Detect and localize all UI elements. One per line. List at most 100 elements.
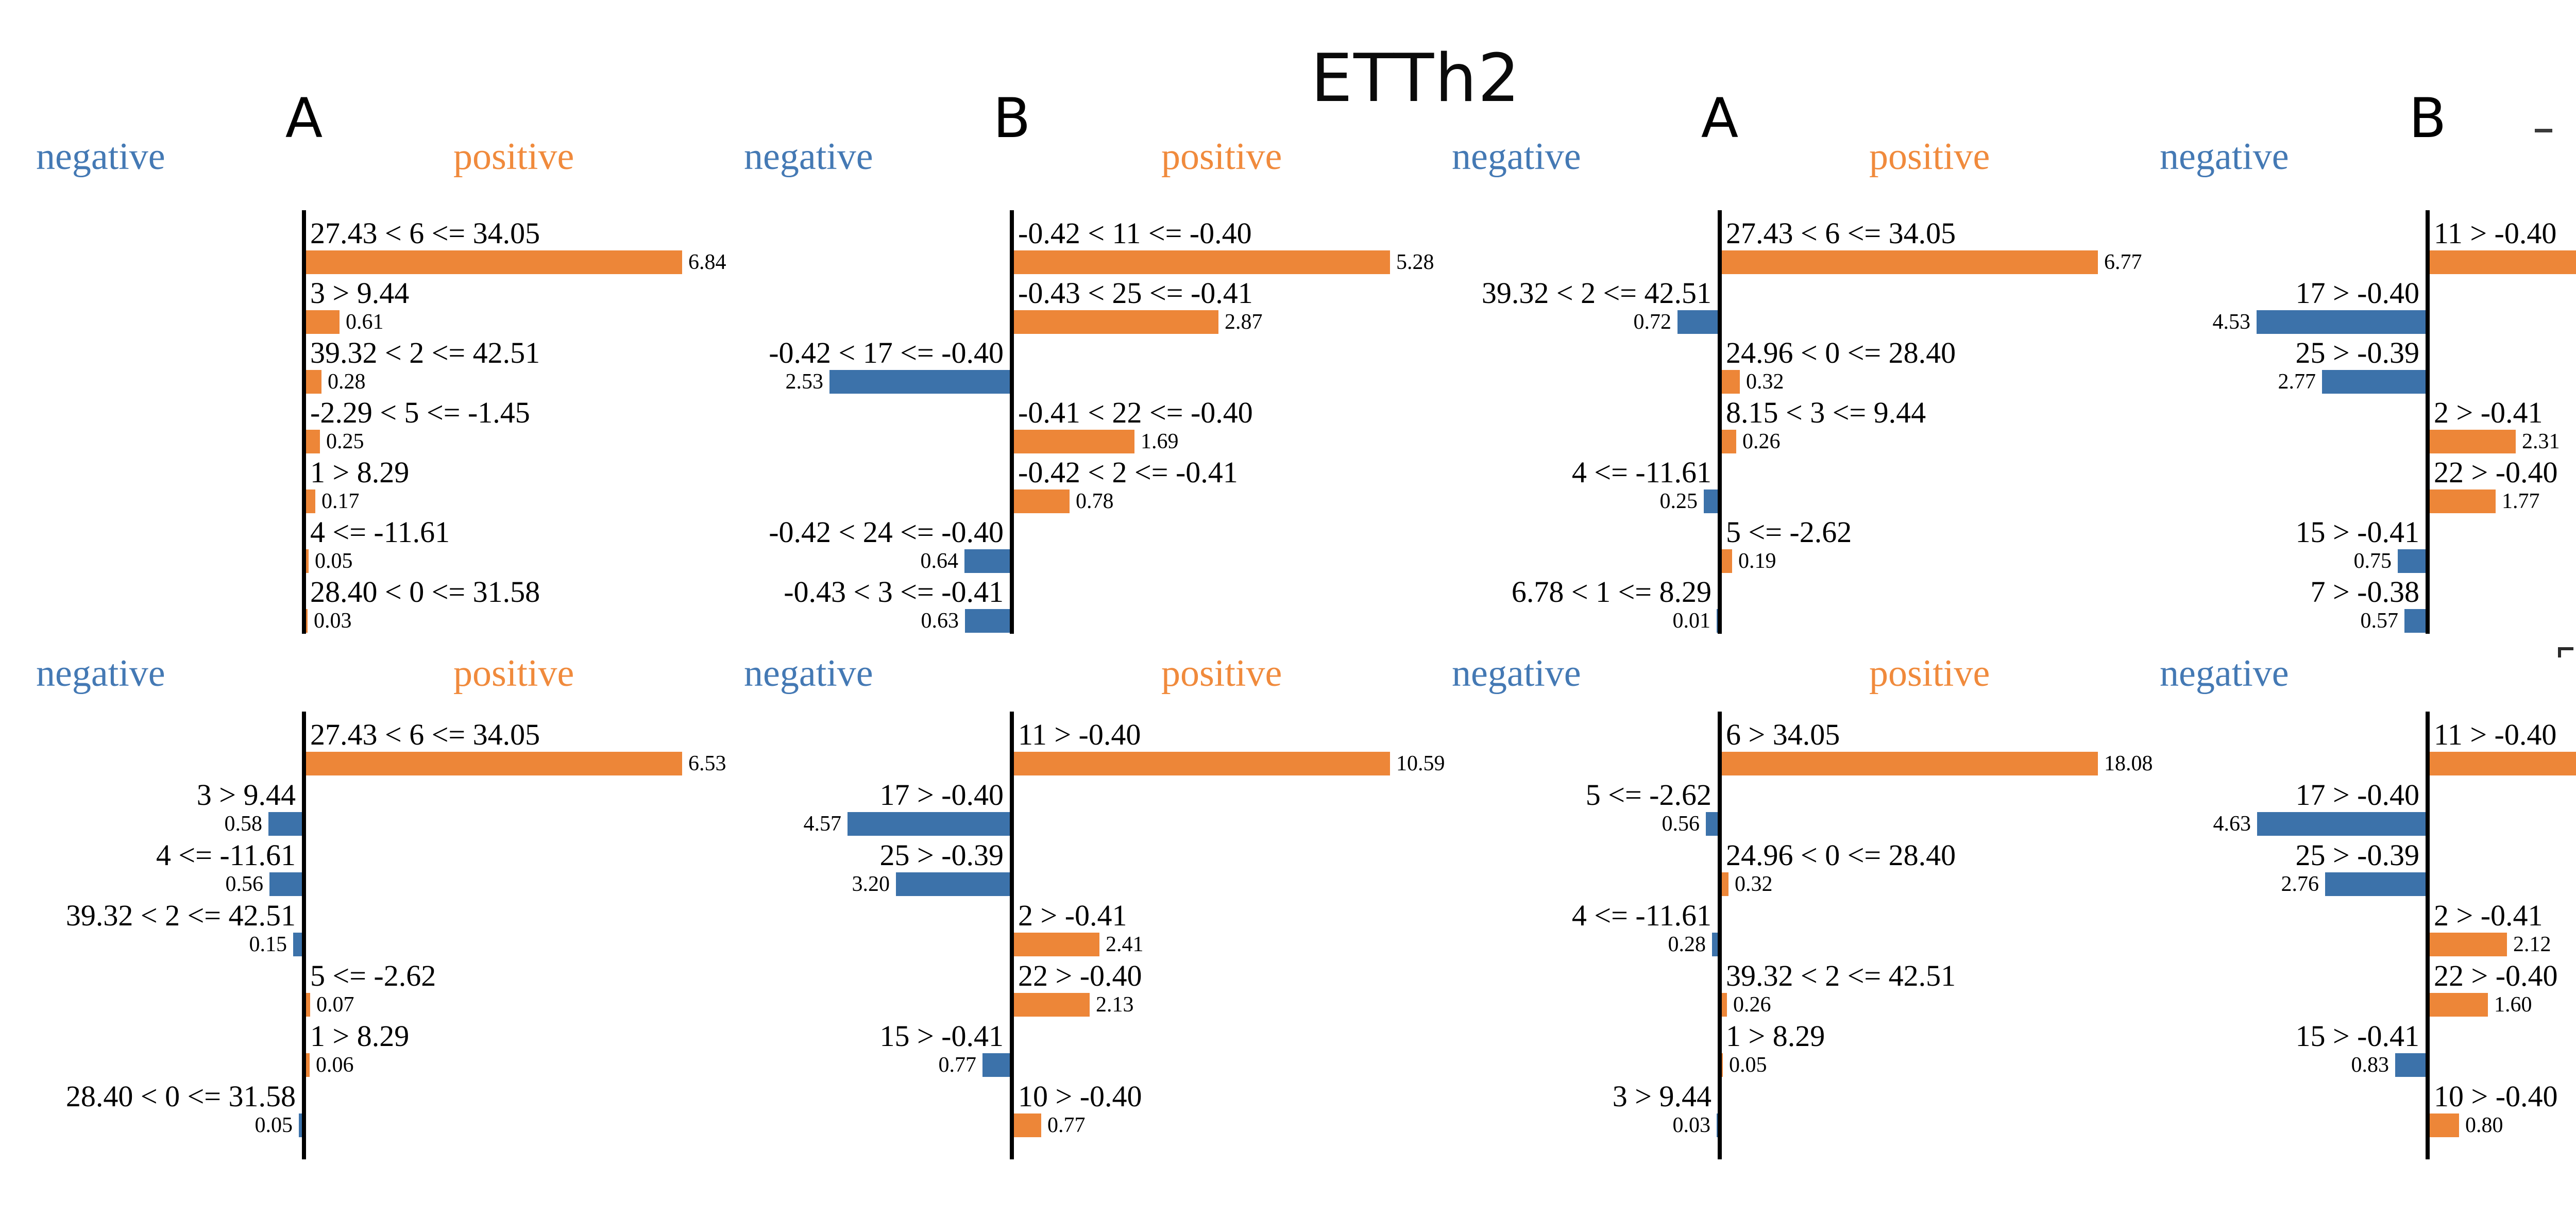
value-label: 0.25 (1659, 490, 1698, 513)
value-label: 0.72 (1633, 310, 1672, 334)
value-label: 6.77 (2104, 250, 2142, 274)
value-label: 0.26 (1733, 993, 1771, 1017)
value-label: 0.32 (1746, 370, 1784, 394)
value-label: 3.20 (852, 872, 890, 896)
bar (1014, 752, 1390, 775)
value-label: 0.64 (920, 549, 959, 573)
value-label: 1.77 (2502, 490, 2540, 513)
feature-label: 22 > -0.40 (2434, 959, 2558, 992)
bar (306, 1053, 310, 1077)
negative-header: negative (2160, 652, 2289, 695)
feature-label: 6.78 < 1 <= 8.29 (1511, 575, 1711, 609)
feature-label: 27.43 < 6 <= 34.05 (310, 718, 540, 751)
bar (896, 872, 1010, 896)
value-label: 0.75 (2353, 549, 2392, 573)
bar (306, 752, 682, 775)
bar (1014, 993, 1090, 1017)
axis-line (1718, 712, 1722, 1159)
feature-label: 25 > -0.39 (2295, 336, 2419, 369)
bar (306, 490, 315, 513)
feature-label: 22 > -0.40 (1018, 959, 1142, 992)
feature-label: -0.43 < 25 <= -0.41 (1018, 276, 1253, 310)
bar (1722, 549, 1732, 573)
bar (2430, 490, 2496, 513)
feature-label: 8.15 < 3 <= 9.44 (1726, 396, 1926, 429)
bar (1706, 812, 1718, 836)
value-label: 0.05 (315, 549, 353, 573)
feature-label: 4 <= -11.61 (1571, 899, 1711, 932)
bar (2404, 609, 2426, 633)
value-label: 0.28 (328, 370, 366, 394)
bar (1717, 609, 1718, 633)
negative-header: negative (36, 136, 165, 178)
feature-label: -0.42 < 17 <= -0.40 (769, 336, 1004, 369)
feature-label: 11 > -0.40 (2434, 216, 2557, 250)
feature-label: 11 > -0.40 (1018, 718, 1141, 751)
bar (965, 609, 1010, 633)
value-label: 4.53 (2212, 310, 2251, 334)
feature-label: 1 > 8.29 (1726, 1019, 1825, 1053)
positive-header: positive (453, 652, 574, 695)
bar (2430, 752, 2576, 775)
feature-label: 7 > -0.38 (2310, 575, 2419, 609)
panel-r1c2: negative positive B -0.42 < 11 <= -0.40 5.28… (708, 77, 1434, 634)
feature-label: 25 > -0.39 (2295, 838, 2419, 872)
feature-label: 15 > -0.41 (2295, 515, 2419, 549)
feature-label: 4 <= -11.61 (310, 515, 450, 549)
value-label: 0.06 (316, 1053, 354, 1077)
positive-header: positive (1161, 136, 1282, 178)
negative-header: negative (744, 652, 873, 695)
bar (1722, 370, 1740, 394)
feature-label: 3 > 9.44 (196, 778, 296, 812)
value-label: 0.26 (1742, 430, 1781, 453)
value-label: 2.41 (1106, 933, 1144, 956)
negative-header: negative (36, 652, 165, 695)
value-label: 0.77 (1047, 1113, 1086, 1137)
feature-label: 10 > -0.40 (1018, 1079, 1142, 1113)
feature-label: 1 > 8.29 (310, 1019, 410, 1053)
bar (1014, 310, 1218, 334)
bar (982, 1053, 1010, 1077)
value-label: 2.77 (2278, 370, 2316, 394)
bar (268, 812, 302, 836)
negative-header: negative (744, 136, 873, 178)
value-label: 0.05 (1729, 1053, 1767, 1077)
bar (1014, 430, 1134, 453)
feature-label: -0.42 < 11 <= -0.40 (1018, 216, 1252, 250)
value-label: 2.12 (2513, 933, 2551, 956)
negative-header: negative (2160, 136, 2289, 178)
positive-header: positive (1869, 136, 1990, 178)
panel-letter: B (993, 87, 1031, 150)
value-label: 0.28 (1668, 933, 1706, 956)
value-label: 0.05 (255, 1113, 293, 1137)
value-label: 0.78 (1076, 490, 1114, 513)
value-label: 0.17 (321, 490, 360, 513)
value-label: 2.13 (1096, 993, 1134, 1017)
bar (1677, 310, 1718, 334)
bar (2257, 310, 2426, 334)
axis-line (302, 712, 306, 1159)
bar (1014, 1113, 1041, 1137)
value-label: 5.28 (1396, 250, 1434, 274)
value-label: 10.59 (1396, 752, 1445, 775)
bar (829, 370, 1010, 394)
value-label: 0.61 (346, 310, 384, 334)
feature-label: 39.32 < 2 <= 42.51 (310, 336, 540, 369)
feature-label: -0.42 < 2 <= -0.41 (1018, 455, 1238, 489)
bar (306, 609, 308, 633)
negative-header: negative (1452, 136, 1581, 178)
bar (269, 872, 302, 896)
value-label: 0.80 (2465, 1113, 2503, 1137)
feature-label: 2 > -0.41 (1018, 899, 1127, 932)
feature-label: 3 > 9.44 (1612, 1079, 1711, 1113)
feature-label: 24.96 < 0 <= 28.40 (1726, 838, 1956, 872)
value-label: 18.08 (2104, 752, 2153, 775)
feature-label: 10 > -0.40 (2434, 1079, 2558, 1113)
stray-mark (2535, 129, 2552, 132)
feature-label: 5 <= -2.62 (310, 959, 436, 992)
value-label: 0.19 (1738, 549, 1776, 573)
